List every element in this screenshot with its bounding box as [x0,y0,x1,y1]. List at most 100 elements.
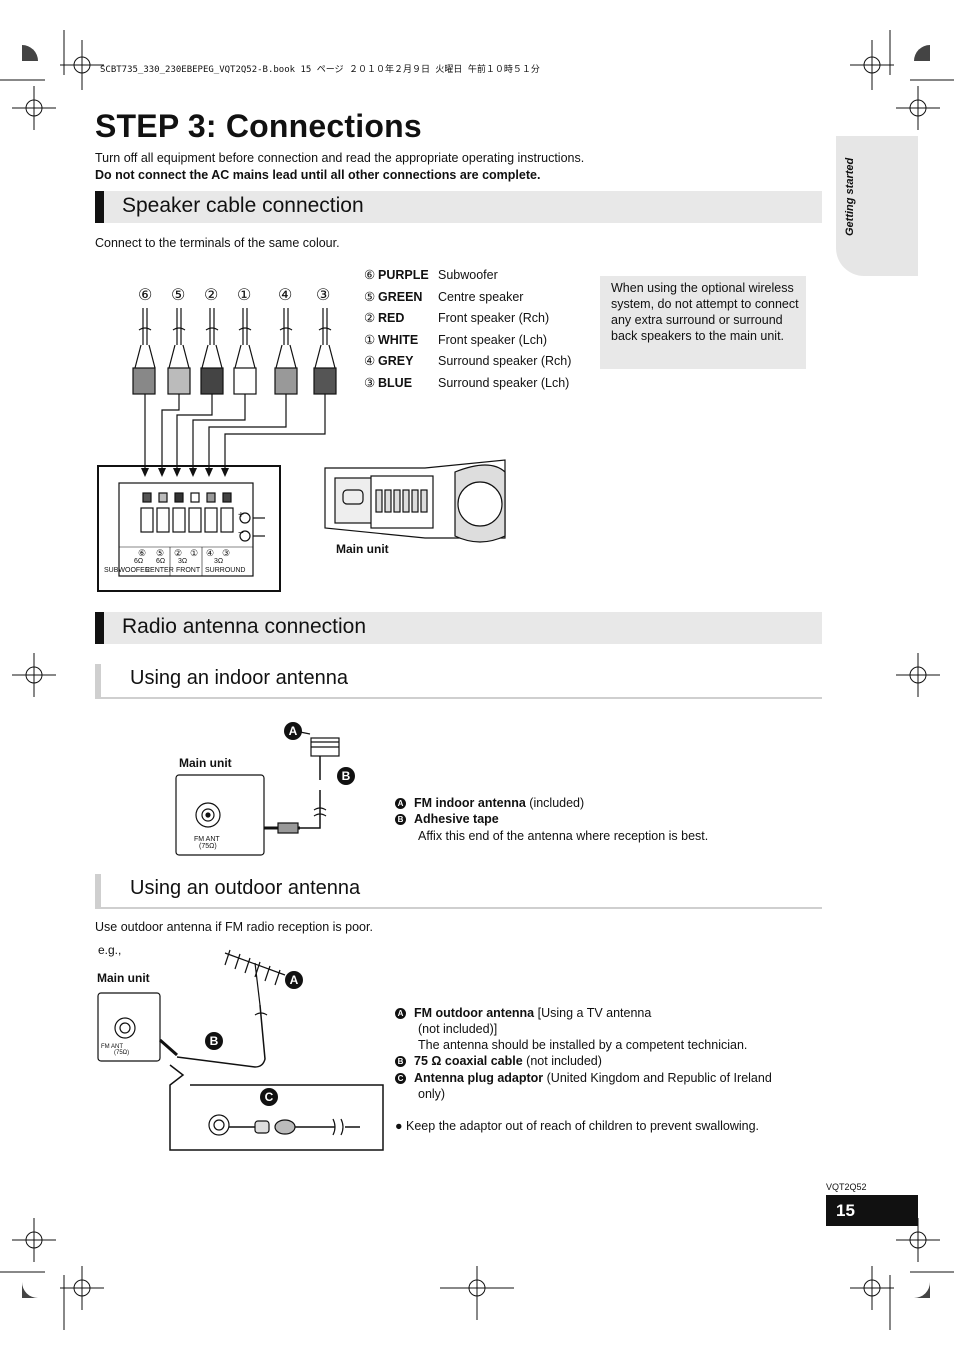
speaker-section-header: Speaker cable connection [95,191,822,223]
subsection-marker [95,874,101,907]
badge-b: B [395,814,406,825]
eg-label: e.g., [98,943,122,957]
terminal-num: ④ [206,548,215,558]
outdoor-subtitle: Using an outdoor antenna [130,877,361,899]
corner-wheel-bl [22,1282,38,1298]
speaker-section-title: Speaker cable connection [122,194,364,217]
side-tab: Getting started [836,136,918,276]
speaker-plug-grey [274,308,298,395]
speaker-instruction: Connect to the terminals of the same col… [95,236,340,250]
speaker-plug-white [233,308,257,395]
surround-label: SURROUND [205,567,246,574]
crop-mark-bc [440,1266,514,1320]
outdoor-item-a-line2: (not included)] [418,1022,498,1036]
outdoor-instruction: Use outdoor antenna if FM radio receptio… [95,920,373,934]
crop-mark-mr [896,653,940,697]
crop-mark-tr [850,30,954,130]
crop-mark-ml [12,653,56,697]
badge-b: B [395,1056,406,1067]
tv-antenna [224,949,286,1006]
badge-a: A [395,798,406,809]
terminal-num: ① [190,548,199,558]
plug-number: ② [204,287,219,304]
fm-ant-ohm: (75Ω) [199,843,217,850]
callout-a: A [284,722,302,740]
speaker-plug-blue [313,308,337,395]
terminal-enlargement-frame [97,465,281,592]
callout-a: A [285,971,303,989]
plus-label: + [238,510,244,521]
ohm-label: 6Ω [134,558,144,565]
fm-ant-ohm: (75Ω) [114,1050,130,1056]
terminal-tabs [142,492,232,503]
callout-b: B [205,1032,223,1050]
intro-text: Turn off all equipment before connection… [95,151,585,165]
terminal-panel [118,482,254,577]
print-file-line: SCBT735_330_230EBEPEG_VQT2Q52-B.book 15 … [100,65,540,75]
antenna-section-header: Radio antenna connection [95,612,822,644]
plug-number: ⑤ [171,287,186,304]
front-label: FRONT [176,567,201,574]
affix-text: Affix this end of the antenna where rece… [418,829,709,843]
main-unit-panel [175,774,265,856]
plug-number: ⑥ [138,287,153,304]
indoor-subheader: Using an indoor antenna [95,664,822,699]
subsection-marker [95,664,101,697]
adaptor-warning: ● Keep the adaptor out of reach of child… [395,1119,760,1133]
callout-b: B [337,767,355,785]
wireless-note: When using the optional wireless system,… [600,276,806,369]
speaker-connection-diagram [97,308,506,592]
center-label: CENTER [145,567,174,574]
speaker-plug-purple [132,308,156,395]
crop-mark-bl [0,1218,104,1330]
section-marker [95,191,104,223]
ohm-label: 3Ω [178,558,188,565]
indoor-subtitle: Using an indoor antenna [130,667,348,689]
terminal-num: ⑥ [138,548,147,558]
speaker-plug-green [167,308,191,395]
page-number: 15 [826,1195,918,1226]
warning-text: Do not connect the AC mains lead until a… [95,168,541,182]
main-unit-label: Main unit [336,542,389,556]
terminal-num: ③ [222,548,231,558]
outdoor-item-c-line2: only) [418,1087,446,1101]
main-unit-label: Main unit [97,971,150,985]
corner-wheel-tl [22,45,38,61]
model-code: VQT2Q52 [826,1182,867,1192]
ohm-label: 3Ω [214,558,224,565]
corner-wheel-br [914,1282,930,1298]
main-unit-panel [97,992,161,1062]
antenna-section-title: Radio antenna connection [122,615,367,638]
plug-number: ④ [278,287,293,304]
corner-wheel-tr [914,45,930,61]
terminal-num: ② [174,548,183,558]
zoom-callout-box [169,1064,384,1151]
speaker-plug-red [200,308,224,395]
plug-number: ① [237,287,252,304]
fm-socket [195,802,221,828]
outdoor-antenna-diagram [97,949,384,1151]
crop-mark-tl [0,30,104,130]
badge-a: A [395,1008,406,1019]
ohm-label: 6Ω [156,558,166,565]
indoor-antenna-diagram [175,731,340,856]
fm-socket [114,1017,136,1039]
subwoofer-label: SUBWOOFER [104,567,150,574]
outdoor-subheader: Using an outdoor antenna [95,874,822,909]
terminal-sockets [140,507,234,533]
outdoor-item-a-line3: The antenna should be installed by a com… [418,1038,748,1052]
main-unit-rear-illustration [324,459,506,543]
minus-label: − [238,528,244,539]
plug-number: ③ [316,287,331,304]
fm-ant-label: FM ANT [194,836,220,843]
